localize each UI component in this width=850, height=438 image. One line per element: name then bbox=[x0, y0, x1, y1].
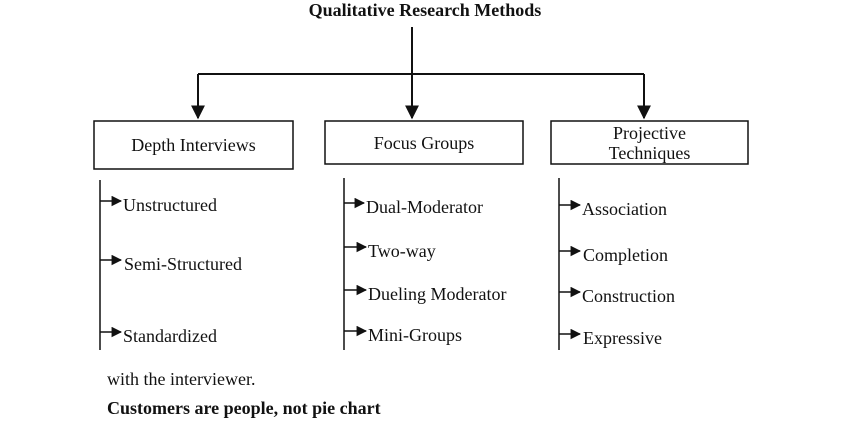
projective-techniques-item: Expressive bbox=[583, 328, 662, 348]
projective-techniques-item: Construction bbox=[582, 286, 675, 306]
diagram-title: Qualitative Research Methods bbox=[308, 0, 542, 20]
focus-groups-item: Two-way bbox=[368, 241, 436, 261]
depth-interviews-item: Standardized bbox=[123, 326, 217, 346]
depth-interviews-label: Depth Interviews bbox=[131, 135, 256, 155]
projective-techniques-box bbox=[550, 120, 749, 165]
projective-techniques-label-line: Projective bbox=[613, 122, 686, 143]
projective-techniques-label: Projective Techniques bbox=[551, 121, 748, 164]
focus-groups-item: Dual-Moderator bbox=[366, 197, 483, 217]
footer-bold-line: Customers are people, not pie chart bbox=[107, 398, 381, 418]
footer-caption-line: with the interviewer. bbox=[107, 369, 256, 389]
depth-interviews-item: Semi-Structured bbox=[124, 254, 242, 274]
depth-interviews-item: Unstructured bbox=[123, 195, 217, 215]
focus-groups-item: Dueling Moderator bbox=[368, 284, 507, 304]
depth-interviews-box bbox=[93, 120, 294, 170]
projective-techniques-item: Association bbox=[582, 199, 667, 219]
focus-groups-label: Focus Groups bbox=[373, 132, 475, 153]
focus-groups-item: Mini-Groups bbox=[368, 325, 462, 345]
projective-techniques-item: Completion bbox=[583, 245, 668, 265]
projective-techniques-label-line: Techniques bbox=[608, 142, 691, 163]
focus-groups-box bbox=[324, 120, 524, 165]
